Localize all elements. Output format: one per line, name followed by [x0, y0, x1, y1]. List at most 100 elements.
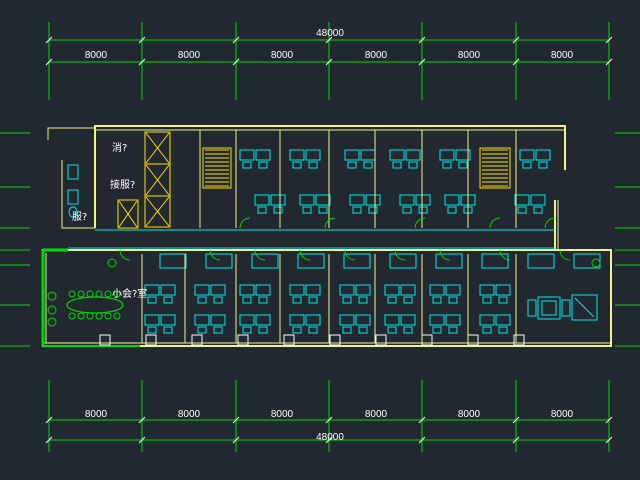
office-furniture: [99, 149, 601, 346]
chair: [258, 296, 268, 304]
bottom-dim-label-4: 8000: [365, 409, 388, 420]
desk: [255, 284, 271, 296]
meeting-chair-bottom-4: [95, 312, 103, 320]
desk: [514, 194, 530, 206]
chair: [448, 326, 458, 334]
door-lower-9: [559, 249, 571, 261]
chair: [392, 161, 402, 169]
chair: [442, 161, 452, 169]
meeting-table: [66, 290, 124, 320]
chair: [458, 161, 468, 169]
top-dim-tick-seg-1: [45, 58, 53, 66]
desk: [210, 284, 226, 296]
workstation-cluster-1: [239, 149, 271, 169]
desk: [194, 314, 210, 326]
desk: [144, 314, 160, 326]
top-dim-label-3: 8000: [271, 50, 294, 61]
meeting-chair-top-6: [113, 290, 121, 298]
top-dim-tick-total-4: [325, 36, 333, 44]
desk: [239, 149, 255, 161]
chair: [432, 296, 442, 304]
desk: [349, 194, 365, 206]
workstation-cluster-6: [519, 149, 551, 169]
toilet-fixtures: [67, 164, 79, 218]
top-dim-label-6: 8000: [551, 50, 574, 61]
desk: [289, 314, 305, 326]
bottom-dim-label-5: 8000: [458, 409, 481, 420]
meeting-chair-top-4: [95, 290, 103, 298]
desk: [194, 284, 210, 296]
chair: [302, 206, 312, 214]
desk: [299, 194, 315, 206]
top-dim-tick-seg-6: [512, 58, 520, 66]
chair: [447, 206, 457, 214]
bottom-dim-tick-total-7: [605, 436, 613, 444]
top-dim-label-4: 8000: [365, 50, 388, 61]
meeting-chair-top-3: [86, 290, 94, 298]
bottom-dim-tick-seg-1: [45, 416, 53, 424]
meeting-chair-top-1: [68, 290, 76, 298]
desk: [239, 314, 255, 326]
bottom-dim-tick-total-4: [325, 436, 333, 444]
workstation-cluster-4: [389, 149, 421, 169]
column-base-41: [191, 334, 203, 346]
chair: [342, 296, 352, 304]
desk: [384, 284, 400, 296]
chair: [292, 296, 302, 304]
workstation-cluster-14: [194, 284, 226, 304]
workstation-cluster-8: [299, 194, 331, 214]
workstation-cluster-16: [289, 284, 321, 304]
meeting-chair-bottom-1: [68, 312, 76, 320]
desk: [479, 284, 495, 296]
chair: [402, 206, 412, 214]
column-base-39: [99, 334, 111, 346]
chair: [147, 326, 157, 334]
bottom-dim-tick-seg-2: [138, 416, 146, 424]
top-dim-label-5: 8000: [458, 50, 481, 61]
chair: [403, 296, 413, 304]
door-swings: [119, 217, 571, 261]
workstation-cluster-17: [339, 284, 371, 304]
chair: [482, 326, 492, 334]
desk: [160, 284, 176, 296]
chair: [163, 296, 173, 304]
chair: [292, 161, 302, 169]
door-lower-6: [394, 249, 406, 261]
room-partitions: [141, 130, 517, 343]
top-dim-tick-seg-4: [325, 58, 333, 66]
column-base-48: [513, 334, 525, 346]
chair: [363, 161, 373, 169]
desk: [365, 194, 381, 206]
chair: [213, 326, 223, 334]
desk: [289, 284, 305, 296]
chair: [257, 206, 267, 214]
top-dim-tick-seg-7: [605, 58, 613, 66]
chair: [308, 296, 318, 304]
chair: [342, 326, 352, 334]
desk: [160, 314, 176, 326]
top-dim-tick-seg-5: [418, 58, 426, 66]
door-lower-4: [299, 249, 311, 261]
office-cell-35: [435, 253, 463, 269]
desk: [479, 314, 495, 326]
meeting-chair-top-5: [104, 290, 112, 298]
bottom-dim-tick-total-6: [512, 436, 520, 444]
chair: [242, 296, 252, 304]
desk: [355, 284, 371, 296]
door-upper-5: [544, 217, 556, 229]
chair: [408, 161, 418, 169]
desk: [400, 314, 416, 326]
column-base-42: [237, 334, 249, 346]
workstation-cluster-20: [479, 284, 511, 304]
workstation-cluster-7: [254, 194, 286, 214]
workstation-cluster-24: [289, 314, 321, 334]
chair: [163, 326, 173, 334]
workstation-cluster-23: [239, 314, 271, 334]
room-label-service: 服?: [72, 211, 87, 223]
workstation-cluster-27: [429, 314, 461, 334]
chair: [347, 161, 357, 169]
chair: [147, 296, 157, 304]
bottom-dim-tick-seg-7: [605, 416, 613, 424]
chair: [197, 326, 207, 334]
